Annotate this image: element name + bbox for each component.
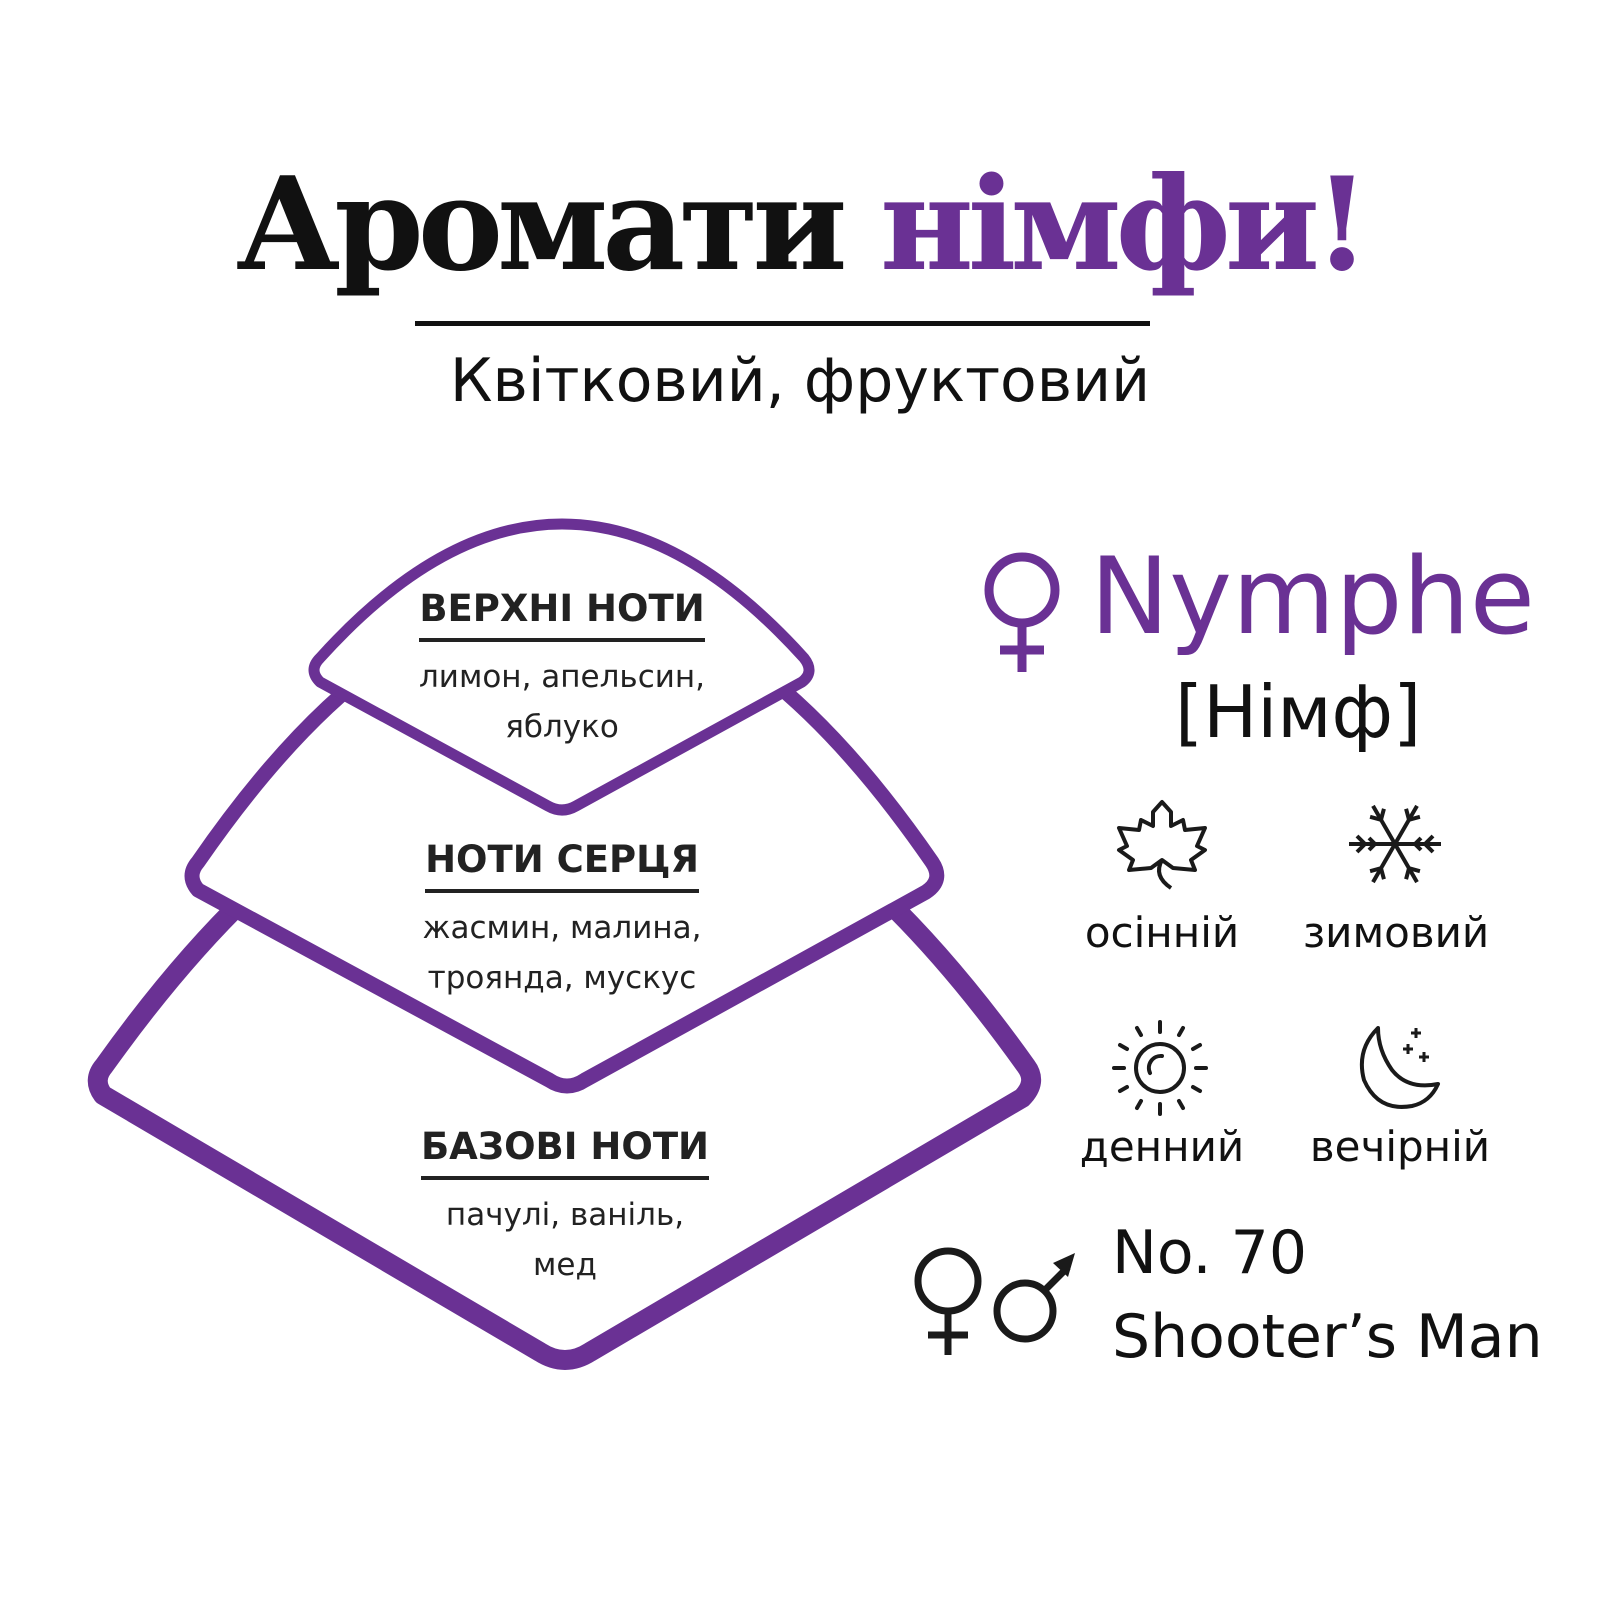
heart-notes: НОТИ СЕРЦЯ жасмин, малина, троянда, муску…: [362, 838, 762, 1003]
unisex-icon: [914, 1247, 1075, 1355]
page-title: Аромати німфи!: [0, 150, 1600, 300]
base-notes-heading: БАЗОВІ НОТИ: [420, 1125, 710, 1180]
title-main: Аромати: [235, 150, 847, 300]
top-notes-line: лимон, апельсин,: [418, 659, 706, 695]
time-label-day: денний: [1079, 1122, 1245, 1171]
moon-stars-icon: [1359, 1026, 1440, 1109]
heart-notes-line: троянда, мускус: [427, 960, 697, 996]
sun-icon: [1112, 1020, 1208, 1116]
title-divider: [415, 321, 1150, 326]
brand-transliteration: [Німф]: [1175, 670, 1422, 754]
top-notes-heading: ВЕРХНІ НОТИ: [419, 587, 705, 642]
top-tier-shape: [308, 518, 815, 816]
brand-name: Nymphe: [1090, 535, 1535, 658]
maple-leaf-icon: [1117, 800, 1207, 890]
female-icon: [984, 552, 1060, 672]
reference-number: No. 70: [1112, 1218, 1308, 1288]
base-notes: БАЗОВІ НОТИ пачулі, ваніль, мед: [365, 1125, 765, 1290]
heart-notes-heading: НОТИ СЕРЦЯ: [425, 838, 699, 893]
base-notes-line: мед: [533, 1247, 597, 1283]
base-notes-line: пачулі, ваніль,: [445, 1197, 685, 1233]
top-notes: ВЕРХНІ НОТИ лимон, апельсин, яблуко: [362, 587, 762, 752]
snowflake-icon: [1349, 804, 1441, 884]
time-label-evening: вечірній: [1309, 1122, 1491, 1171]
top-notes-line: яблуко: [505, 709, 619, 745]
season-label-autumn: осінній: [1084, 908, 1240, 957]
reference-name: Shooter’s Man: [1112, 1302, 1543, 1372]
heart-notes-line: жасмин, малина,: [422, 910, 702, 946]
subtitle: Квітковий, фруктовий: [449, 346, 1151, 416]
season-label-winter: зимовий: [1302, 908, 1490, 957]
title-accent: німфи!: [880, 150, 1370, 300]
